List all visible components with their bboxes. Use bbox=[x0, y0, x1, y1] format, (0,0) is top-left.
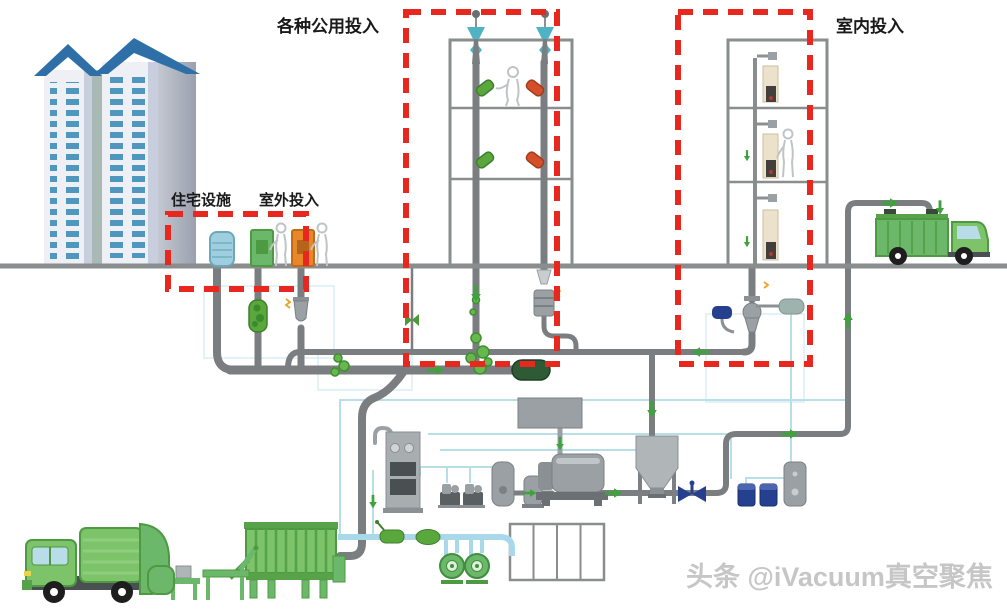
indoor-inlet-zone bbox=[675, 9, 813, 367]
underground-equipment bbox=[248, 269, 805, 334]
control-unit-navy bbox=[712, 306, 732, 319]
vacuum-pump bbox=[438, 484, 462, 508]
public-building bbox=[448, 10, 574, 268]
exhauster-machine bbox=[536, 453, 608, 506]
chute-inlet-flap-icon bbox=[475, 79, 495, 97]
outdoor-inlet-zone bbox=[165, 211, 309, 292]
container-branch bbox=[336, 367, 408, 560]
chute-inlet-flap-icon bbox=[475, 151, 495, 169]
check-valve-icon bbox=[375, 520, 405, 544]
indoor-building bbox=[726, 38, 829, 268]
transport-line bbox=[285, 349, 747, 371]
chute-inlet-flap-icon bbox=[525, 151, 545, 169]
sealant-barrels bbox=[737, 461, 807, 507]
label-public-inlets: 各种公用投入 bbox=[276, 16, 379, 36]
label-residential-facility: 住宅设施 bbox=[171, 191, 231, 209]
indoor-inlet-unit bbox=[757, 120, 779, 179]
person-icon bbox=[776, 128, 794, 178]
discharge-line bbox=[582, 200, 933, 496]
outdoor-bins bbox=[209, 222, 328, 267]
vertical-tank bbox=[491, 461, 515, 507]
container-truck bbox=[875, 209, 990, 265]
floor-lines bbox=[450, 106, 572, 181]
highlight-zones bbox=[165, 9, 813, 367]
label-indoor-inlet: 室内投入 bbox=[836, 16, 904, 36]
control-cabinet bbox=[383, 431, 423, 513]
person-icon bbox=[310, 222, 328, 267]
discharge-valve-icon bbox=[248, 299, 268, 333]
label-outdoor-inlet: 室外投入 bbox=[259, 191, 319, 209]
chute-inlet-flaps bbox=[475, 79, 545, 169]
buffer-tank bbox=[778, 298, 805, 315]
residential-towers bbox=[34, 38, 200, 266]
surface-unit-box bbox=[517, 397, 583, 429]
silencer-icon bbox=[415, 529, 441, 545]
roof-b bbox=[94, 38, 200, 74]
cyclone-separator bbox=[635, 435, 679, 504]
roof-a bbox=[34, 44, 102, 76]
indoor-inlet-unit bbox=[757, 194, 779, 261]
person-icon bbox=[495, 66, 520, 107]
garbage-truck bbox=[22, 522, 175, 603]
diagram-labels: 各种公用投入 室内投入 住宅设施 室外投入 bbox=[171, 16, 904, 209]
separator-icon bbox=[284, 297, 309, 322]
public-inlet-zone bbox=[403, 9, 560, 367]
person-icon bbox=[269, 222, 287, 267]
roof-vent-icon bbox=[536, 10, 554, 64]
indoor-inlet-unit bbox=[757, 52, 779, 103]
waste-pipe-network bbox=[213, 58, 933, 560]
outdoor-bin-blue bbox=[209, 231, 235, 267]
watermark-text: 头条 @iVacuum真空聚焦 bbox=[686, 561, 993, 592]
outdoor-bin-green bbox=[250, 229, 274, 267]
work-table bbox=[168, 565, 200, 600]
chute-inlet-flap-icon bbox=[525, 79, 545, 97]
waste-container bbox=[228, 522, 346, 599]
diverter-valve-navy bbox=[678, 480, 706, 502]
air-blower-icon bbox=[464, 553, 490, 584]
tower-a-windows bbox=[50, 82, 86, 260]
waste-flow bbox=[330, 295, 551, 381]
roller-table bbox=[202, 545, 259, 600]
tower-b-windows bbox=[108, 74, 148, 258]
vacuum-pump bbox=[461, 484, 485, 508]
roof-vent-icon bbox=[467, 10, 485, 64]
air-main-pipe bbox=[338, 534, 515, 556]
collection-station bbox=[168, 397, 807, 600]
filter-bank bbox=[508, 522, 606, 582]
air-blower-icon bbox=[439, 553, 465, 584]
